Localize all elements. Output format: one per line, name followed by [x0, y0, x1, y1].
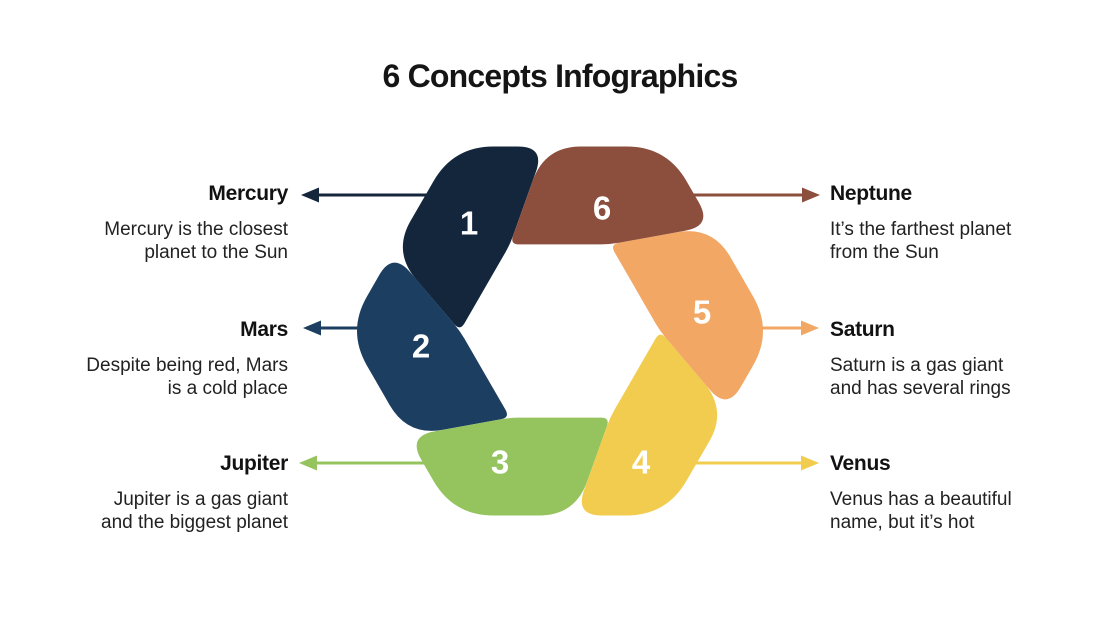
hexagon-segment-1 — [402, 146, 539, 328]
arrow-head-mars — [303, 320, 321, 336]
segment-number-4: 4 — [632, 444, 651, 481]
planet-desc-mars: Despite being red, Mars is a cold place — [36, 354, 288, 400]
arrow-head-neptune — [802, 187, 820, 203]
hexagon-segment-5 — [612, 231, 763, 400]
hexagon-segment-6 — [512, 146, 704, 245]
segment-number-5: 5 — [693, 294, 711, 331]
planet-desc-line: planet to the Sun — [144, 242, 288, 263]
arrow-head-venus — [801, 455, 819, 471]
planet-block-venus: Venus Venus has a beautiful name, but it… — [830, 451, 1082, 534]
segment-number-6: 6 — [593, 190, 611, 227]
segment-number-2: 2 — [412, 328, 430, 365]
arrow-head-mercury — [301, 187, 319, 203]
planet-title-mercury: Mercury — [208, 182, 288, 205]
segment-number-3: 3 — [491, 444, 509, 481]
hexagon-segment-2 — [357, 262, 508, 431]
planet-desc-saturn: Saturn is a gas giant and has several ri… — [830, 354, 1082, 400]
planet-desc-line: Saturn is a gas giant — [830, 355, 1004, 376]
planet-title-jupiter: Jupiter — [220, 452, 288, 475]
segment-number-1: 1 — [460, 205, 478, 242]
planet-block-saturn: Saturn Saturn is a gas giant and has sev… — [830, 317, 1082, 400]
arrow-head-jupiter — [299, 455, 317, 471]
planet-desc-line: Venus has a beautiful — [830, 489, 1012, 510]
planet-desc-line: Despite being red, Mars — [86, 355, 288, 376]
planet-desc-line: Mercury is the closest — [104, 219, 288, 240]
planet-desc-neptune: It’s the farthest planet from the Sun — [830, 218, 1082, 264]
planet-desc-line: from the Sun — [830, 242, 939, 263]
planet-desc-jupiter: Jupiter is a gas giant and the biggest p… — [36, 488, 288, 534]
planet-desc-line: and the biggest planet — [101, 512, 288, 533]
planet-title-saturn: Saturn — [830, 318, 895, 341]
planet-desc-mercury: Mercury is the closest planet to the Sun — [36, 218, 288, 264]
planet-title-venus: Venus — [830, 452, 891, 475]
planet-desc-venus: Venus has a beautiful name, but it’s hot — [830, 488, 1082, 534]
planet-block-mars: Mars Despite being red, Mars is a cold p… — [36, 317, 288, 400]
planet-block-mercury: Mercury Mercury is the closest planet to… — [36, 181, 288, 264]
hexagon-segment-3 — [416, 417, 608, 516]
planet-desc-line: Jupiter is a gas giant — [113, 489, 288, 510]
planet-block-jupiter: Jupiter Jupiter is a gas giant and the b… — [36, 451, 288, 534]
planet-title-mars: Mars — [240, 318, 288, 341]
planet-desc-line: and has several rings — [830, 378, 1011, 399]
planet-desc-line: name, but it’s hot — [830, 512, 975, 533]
planet-block-neptune: Neptune It’s the farthest planet from th… — [830, 181, 1082, 264]
page-title: 6 Concepts Infographics — [382, 58, 739, 94]
arrow-head-saturn — [801, 320, 819, 336]
planet-desc-line: It’s the farthest planet — [830, 219, 1012, 240]
hexagon-segment-4 — [581, 334, 718, 516]
planet-desc-line: is a cold place — [167, 378, 288, 399]
planet-title-neptune: Neptune — [830, 182, 912, 205]
